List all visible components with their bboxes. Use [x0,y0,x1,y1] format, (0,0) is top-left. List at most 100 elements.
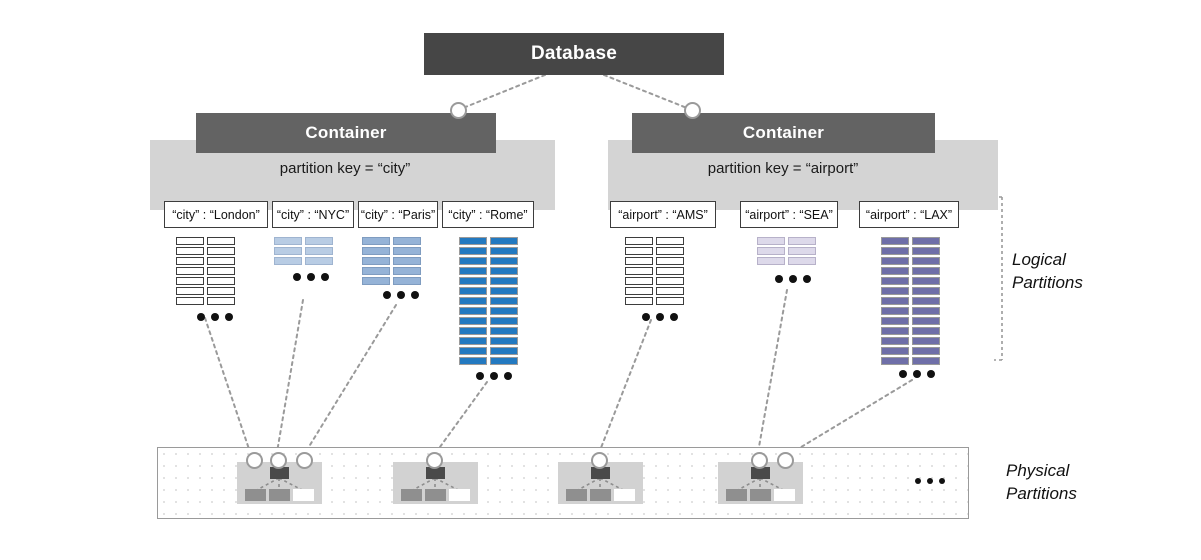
partition-row-cell [362,257,390,265]
partition-row [176,287,235,295]
container-node-airport[interactable]: Container [632,113,935,153]
partition-row [459,297,518,305]
partition-row [625,237,684,245]
physical-partition-head [270,467,289,479]
partition-row-cell [490,317,518,325]
partition-row-cell [881,337,909,345]
partition-row-cell [881,267,909,275]
ellipsis-ams [642,313,678,321]
partition-row [176,247,235,255]
logical-partition-key-paris[interactable]: “city” : “Paris” [358,201,438,228]
logical-partition-key-sea[interactable]: “airport” : “SEA” [740,201,838,228]
partition-row-cell [274,247,302,255]
partition-row-cell [912,337,940,345]
partition-row-cell [490,277,518,285]
partition-row [459,237,518,245]
partition-row [459,317,518,325]
partition-row-cell [656,267,684,275]
partition-row-cell [656,297,684,305]
partition-row [459,357,518,365]
logical-label-line2: Partitions [1012,272,1083,292]
logical-partition-key-ams[interactable]: “airport” : “AMS” [610,201,716,228]
partition-row [274,247,333,255]
partition-row-cell [459,257,487,265]
partition-row-cell [207,247,235,255]
partition-row [176,267,235,275]
container-node-city[interactable]: Container [196,113,496,153]
database-node[interactable]: Database [424,33,724,75]
physical-partition-anchor-4 [426,452,443,469]
physical-replica-1 [566,489,587,501]
partition-row-cell [788,237,816,245]
partition-row-cell [459,267,487,275]
physical-partition-2[interactable] [393,462,478,504]
partition-row [881,277,940,285]
partition-row-cell [881,297,909,305]
partition-row [459,267,518,275]
partition-row-cell [176,237,204,245]
partition-row-cell [625,267,653,275]
partition-row [362,247,421,255]
physical-partition-4[interactable] [718,462,803,504]
partition-row-cell [207,277,235,285]
partition-row [459,327,518,335]
physical-partition-anchor-7 [777,452,794,469]
partition-row [881,297,940,305]
key-text: “city” : “London” [172,207,260,222]
row-stack-sea [757,237,816,265]
partition-row [625,287,684,295]
partition-row-cell [459,297,487,305]
database-label: Database [530,43,618,64]
partition-row [881,247,940,255]
partition-row-cell [656,277,684,285]
partition-row-cell [912,307,940,315]
logical-partition-key-london[interactable]: “city” : “London” [164,201,268,228]
partition-row-cell [176,277,204,285]
partition-row-cell [305,257,333,265]
partition-row [459,307,518,315]
physical-partition-1[interactable] [237,462,322,504]
partition-row-cell [459,287,487,295]
partition-row-cell [912,267,940,275]
physical-replica-2 [425,489,446,501]
partition-row-cell [625,287,653,295]
partition-row-cell [362,247,390,255]
partition-row-cell [176,287,204,295]
partition-row-cell [656,287,684,295]
partition-row [881,357,940,365]
key-text: “city” : “NYC” [276,207,350,222]
partition-row [459,257,518,265]
partition-row [757,257,816,265]
partition-row-cell [459,327,487,335]
partition-row-cell [207,287,235,295]
logical-partition-key-rome[interactable]: “city” : “Rome” [442,201,534,228]
logical-partition-key-nyc[interactable]: “city” : “NYC” [272,201,354,228]
partition-row-cell [881,347,909,355]
physical-replica-3 [449,489,470,501]
partition-row-cell [490,267,518,275]
partition-row-cell [207,297,235,305]
partition-row-cell [393,257,421,265]
partition-row-cell [459,237,487,245]
container-anchor-circle-city [450,102,467,119]
partition-row-cell [459,347,487,355]
partition-row-cell [393,277,421,285]
row-stack-london [176,237,235,305]
physical-replica-1 [401,489,422,501]
partition-row [176,237,235,245]
partition-row-cell [490,327,518,335]
partition-row-cell [393,267,421,275]
physical-partition-3[interactable] [558,462,643,504]
physical-partition-head [751,467,770,479]
partition-row-cell [912,257,940,265]
partition-row [459,287,518,295]
logical-partition-key-lax[interactable]: “airport” : “LAX” [859,201,959,228]
physical-replica-3 [774,489,795,501]
row-stack-lax [881,237,940,365]
partition-row-cell [459,317,487,325]
partition-row [459,277,518,285]
partition-row-cell [757,257,785,265]
partition-row-cell [207,267,235,275]
ellipsis-london [197,313,233,321]
